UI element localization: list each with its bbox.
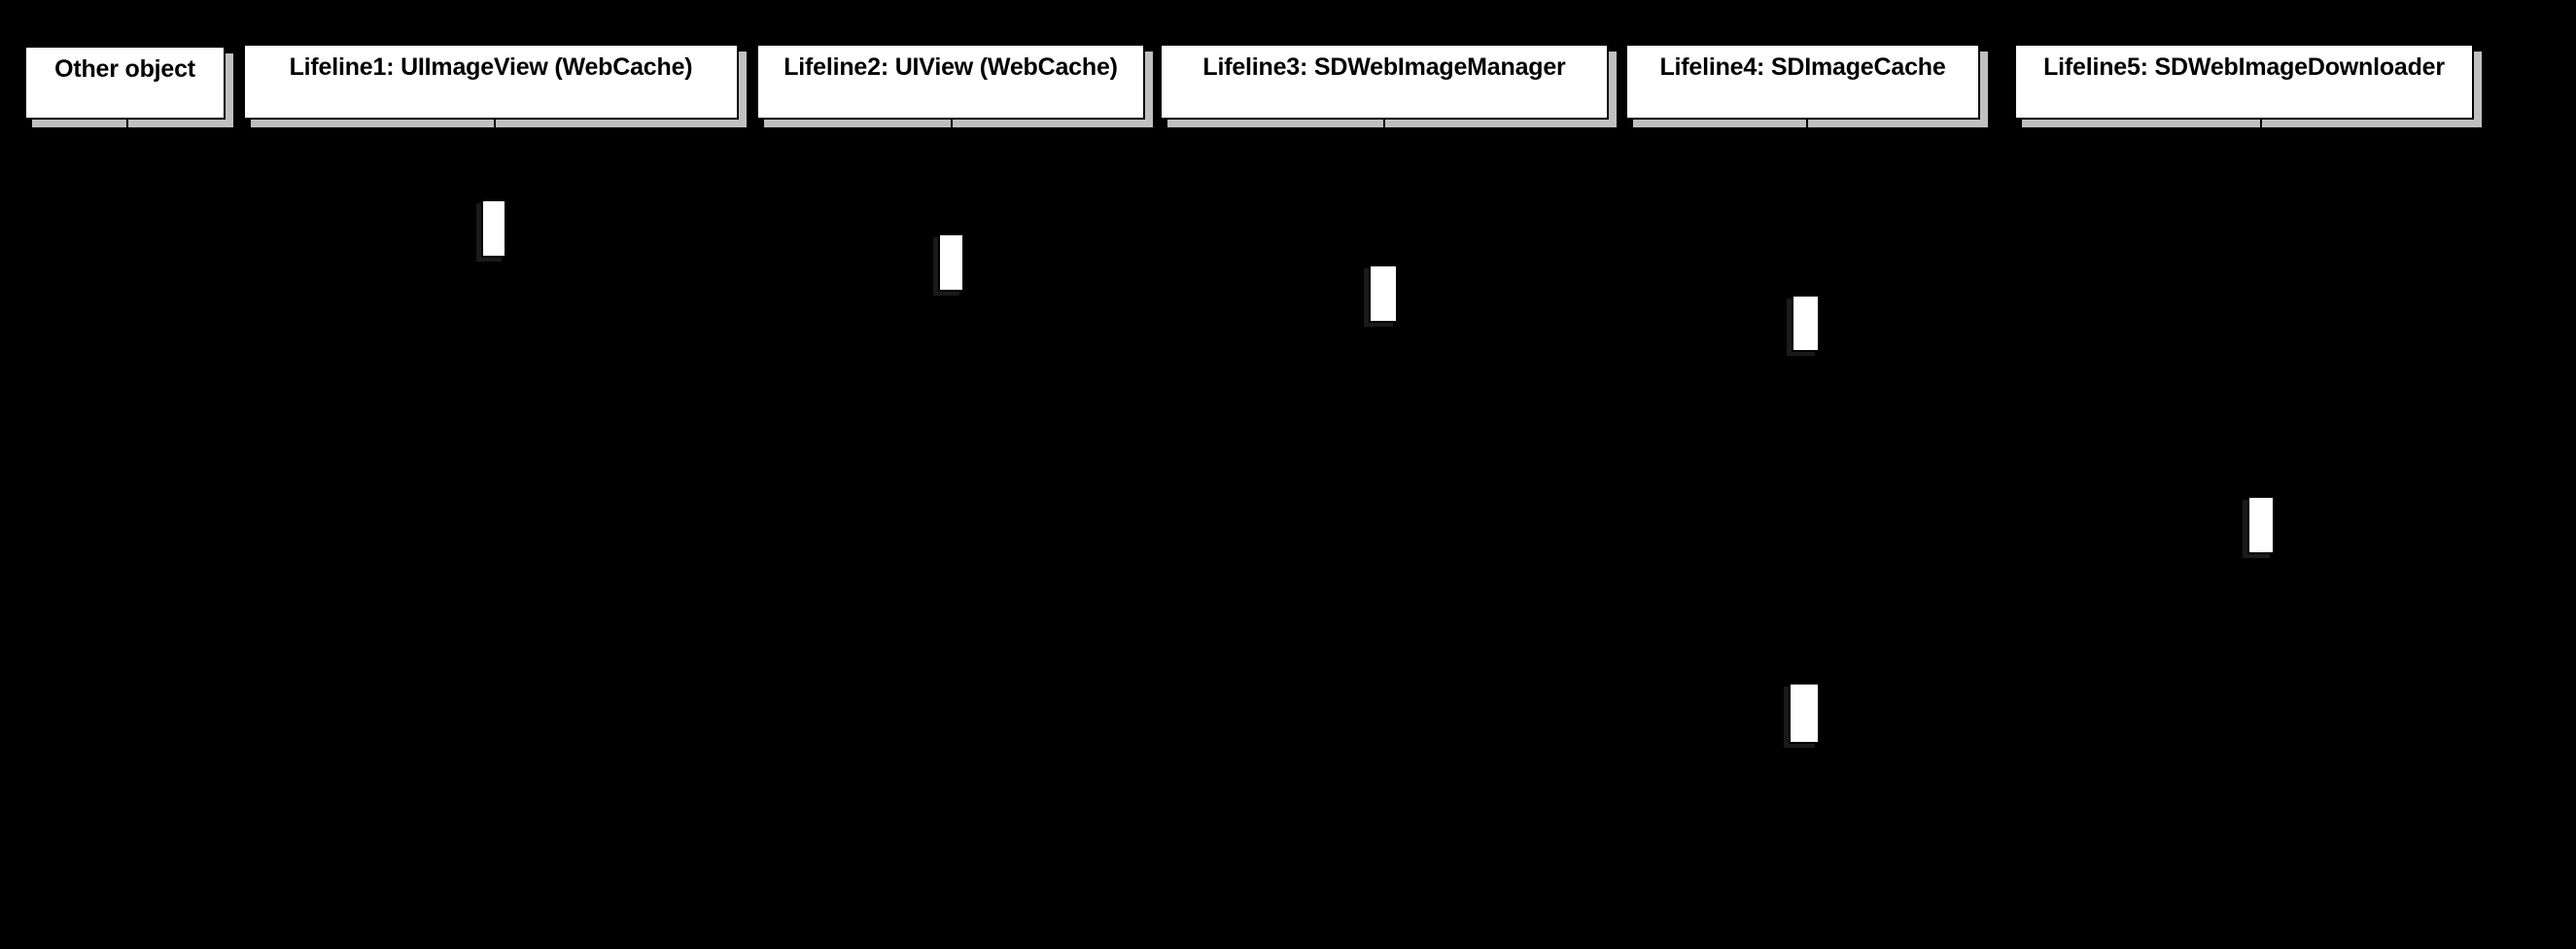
lifeline-tick-lifeline4 [1806,120,1808,127]
lifeline-header-lifeline1[interactable]: Lifeline1: UIImageView (WebCache) [243,44,739,120]
activation-bar-lifeline1-1[interactable] [481,199,506,258]
lifeline-header-lifeline4[interactable]: Lifeline4: SDImageCache [1625,44,1980,120]
lifeline-line-lifeline3 [1383,120,1387,949]
lifeline-tick-lifeline3 [1383,120,1385,127]
lifeline-line-other-object [126,120,130,949]
lifeline-header-lifeline2[interactable]: Lifeline2: UIView (WebCache) [756,44,1145,120]
lifeline-tick-other-object [126,120,128,127]
lifeline-line-lifeline4 [1806,120,1810,949]
activation-bar-lifeline5-1[interactable] [2247,496,2275,554]
lifeline-line-lifeline1 [494,120,498,949]
lifeline-tick-lifeline1 [494,120,496,127]
activation-bar-lifeline2-1[interactable] [938,233,964,292]
lifeline-tick-lifeline5 [2260,120,2262,127]
activation-bar-lifeline3-1[interactable] [1369,264,1398,323]
lifeline-tick-lifeline2 [951,120,953,127]
lifeline-header-label: Lifeline3: SDWebImageManager [1202,53,1566,81]
lifeline-header-lifeline5[interactable]: Lifeline5: SDWebImageDownloader [2014,44,2474,120]
lifeline-header-label: Lifeline2: UIView (WebCache) [783,53,1118,81]
lifeline-line-lifeline2 [951,120,955,949]
lifeline-header-label: Lifeline4: SDImageCache [1659,53,1946,81]
activation-bar-lifeline4-1[interactable] [1792,295,1820,352]
lifeline-header-lifeline3[interactable]: Lifeline3: SDWebImageManager [1160,44,1609,120]
activation-bar-lifeline4-2[interactable] [1789,683,1820,744]
lifeline-header-label: Lifeline5: SDWebImageDownloader [2043,53,2445,81]
lifeline-header-label: Lifeline1: UIImageView (WebCache) [289,53,693,81]
lifeline-header-label: Other object [54,55,195,83]
lifeline-header-other-object[interactable]: Other object [24,46,226,120]
